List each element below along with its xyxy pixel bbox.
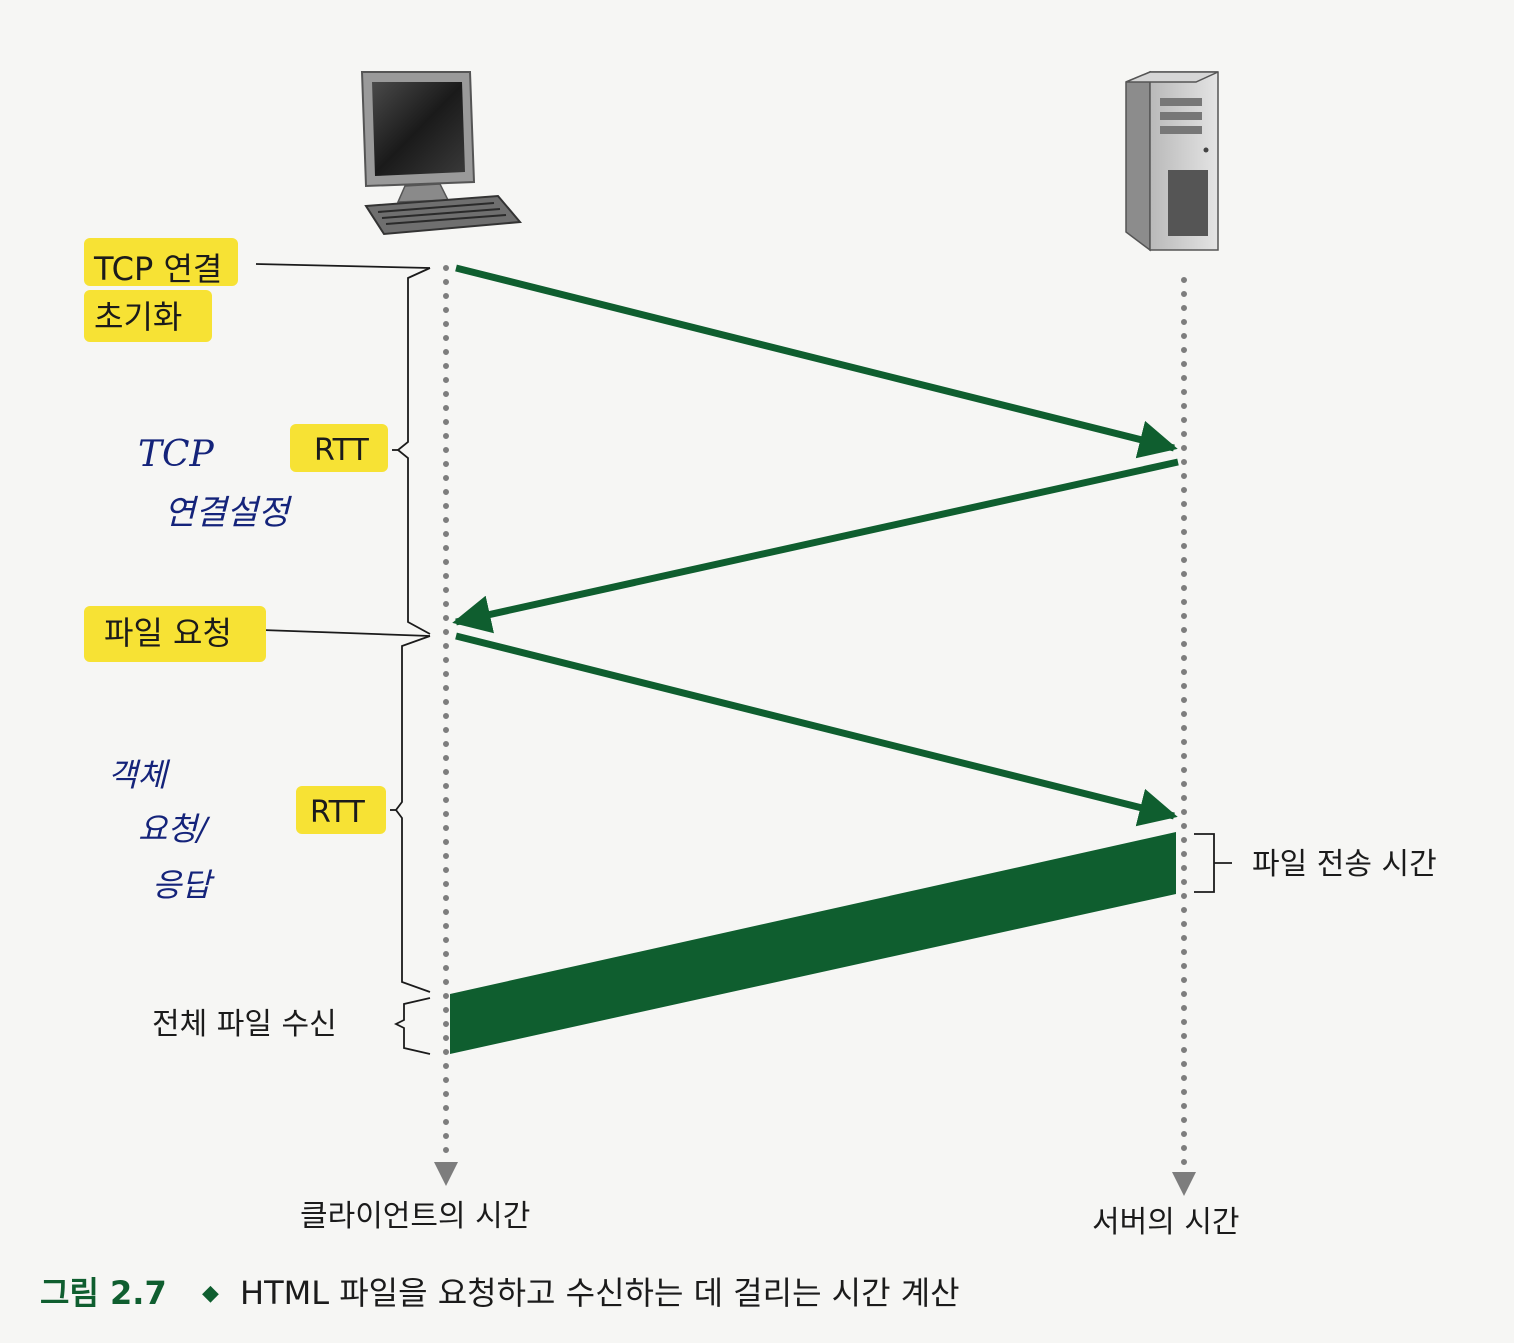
- file-received-label: 전체 파일 수신: [152, 1007, 337, 1042]
- tcp-syn-arrow: [455, 264, 1178, 459]
- http-request-arrow: [455, 632, 1178, 827]
- file-transfer-time-label: 파일 전송 시간: [1252, 847, 1437, 882]
- figure-caption: 그림 2.7 ◆ HTML 파일을 요청하고 수신하는 데 걸리는 시간 계산: [40, 1274, 960, 1312]
- file-request-leader: [261, 629, 431, 637]
- highlight-file-request: [84, 606, 266, 662]
- file-transfer-brace: [1194, 833, 1232, 893]
- client-timeline-arrowhead: [434, 1162, 458, 1186]
- handwritten-note-2-line1: 객체: [108, 756, 170, 794]
- rtt-brace-2: [390, 635, 431, 993]
- tcp-init-label-line2: 초기화: [94, 298, 182, 336]
- caption-bullet: ◆: [202, 1281, 219, 1306]
- tcp-synack-arrow: [452, 458, 1179, 634]
- highlight-rtt-1: [290, 424, 388, 472]
- desktop-computer-icon: [360, 71, 523, 236]
- handwritten-note-1-line1: TCP: [138, 434, 215, 475]
- handwritten-note-1-line2: 연결설정: [164, 493, 293, 533]
- client-time-label: 클라이언트의 시간: [300, 1199, 530, 1234]
- highlight-rtt-2: [296, 786, 386, 834]
- tcp-init-leader: [255, 263, 431, 269]
- server-timeline-arrowhead: [1172, 1172, 1196, 1196]
- caption-text: HTML 파일을 요청하고 수신하는 데 걸리는 시간 계산: [240, 1274, 960, 1312]
- handwritten-note-2-line3: 응답: [152, 866, 215, 904]
- highlight-tcp-init-1: [84, 238, 238, 286]
- rtt-brace-1: [392, 267, 431, 635]
- handwritten-note-2-line2: 요청/: [138, 810, 211, 848]
- server-time-label: 서버의 시간: [1092, 1205, 1240, 1240]
- rtt-label-1: RTT: [314, 433, 369, 468]
- file-received-brace: [393, 997, 431, 1055]
- rtt-label-2: RTT: [310, 795, 365, 830]
- file-request-label: 파일 요청: [104, 614, 232, 652]
- caption-number: 그림 2.7: [40, 1274, 167, 1312]
- file-transfer-band: [450, 832, 1176, 1054]
- server-tower-icon: [1125, 70, 1219, 252]
- tcp-init-label-line1: TCP 연결: [93, 250, 222, 288]
- highlight-tcp-init-2: [84, 290, 212, 342]
